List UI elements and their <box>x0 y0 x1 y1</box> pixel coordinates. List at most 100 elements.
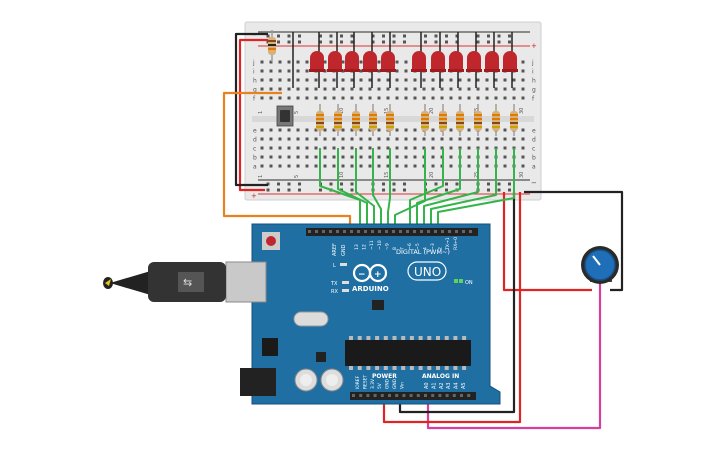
green-wire <box>387 148 391 232</box>
red-wire-5v <box>382 192 522 424</box>
black-wire-pot <box>524 190 624 292</box>
led <box>466 32 482 88</box>
green-wire <box>416 148 461 232</box>
svg-text:−: − <box>358 270 366 280</box>
arduino-logo: − + <box>352 263 388 283</box>
column-number: 1 <box>258 111 264 114</box>
pot-indicator <box>592 255 601 266</box>
usb-port <box>225 261 267 303</box>
power-jack <box>240 368 276 396</box>
pushbutton[interactable] <box>276 105 294 127</box>
resistor <box>352 104 360 136</box>
resistor <box>510 104 518 136</box>
green-wire <box>409 148 444 232</box>
resistor <box>492 104 500 136</box>
arduino-label: ARDUINO <box>352 285 389 293</box>
column-number: 15 <box>384 108 390 114</box>
green-wire <box>372 148 382 232</box>
row-letter: g <box>532 87 536 94</box>
smd-chip <box>372 300 384 310</box>
resistor <box>474 104 482 136</box>
digital-pin-label: 4 <box>422 247 428 250</box>
potentiometer[interactable] <box>581 246 619 284</box>
power-pin-label: 3.3V <box>370 379 376 389</box>
row-letter: j <box>252 60 255 67</box>
magenta-wire-a0 <box>426 282 602 430</box>
tx-label: TX <box>330 281 338 287</box>
black-wire-rail <box>234 32 268 187</box>
digital-pin-label: ~10 <box>377 240 383 250</box>
row-letter: d <box>532 137 536 144</box>
row-letter: b <box>532 155 536 162</box>
row-letter: h <box>253 78 257 85</box>
row-letter: g <box>253 87 257 94</box>
resistor <box>334 104 342 136</box>
red-wire-pot <box>502 192 592 292</box>
usb-cable <box>110 270 154 296</box>
green-wire <box>423 148 479 232</box>
row-letter: a <box>253 164 257 171</box>
analog-pin-label: A1 <box>431 382 437 389</box>
digital-pin-label: ~11 <box>369 240 375 250</box>
red-wire-rail <box>238 38 272 192</box>
digital-pin-label: 13 <box>354 244 360 250</box>
orange-wire-button <box>222 91 352 232</box>
rail-plus-label-bottom: + <box>251 192 257 200</box>
row-letter: c <box>532 146 535 153</box>
black-wire-gnd <box>398 192 516 414</box>
row-letter: j <box>531 60 534 67</box>
power-pin-label: 5V <box>377 383 383 389</box>
led <box>411 32 427 88</box>
l-led-label: L <box>333 263 336 269</box>
crystal <box>293 311 329 327</box>
analog-pin-label: A3 <box>446 382 452 389</box>
led <box>362 32 378 88</box>
resistor <box>439 104 447 136</box>
led <box>344 32 360 88</box>
column-number: 30 <box>519 108 525 114</box>
green-wires <box>319 148 515 232</box>
leds <box>309 32 518 88</box>
digital-pin-label: 7 <box>400 247 406 250</box>
resistor <box>421 104 429 136</box>
power-label: POWER <box>372 373 397 380</box>
led <box>448 32 464 88</box>
led <box>502 32 518 88</box>
resistor <box>369 104 377 136</box>
analog-pin-label: A0 <box>424 382 430 389</box>
green-wire <box>437 148 515 232</box>
row-letter: i <box>532 69 534 76</box>
on-label: ON <box>465 280 473 286</box>
atmega-chip <box>345 340 471 366</box>
power-pin-label: Vin <box>399 382 405 389</box>
green-wire <box>355 148 375 232</box>
uno-badge <box>407 261 447 281</box>
usb-icon: ⇆ <box>183 276 192 289</box>
column-number: 10 <box>339 108 345 114</box>
digital-pin-label: 2 <box>438 247 444 250</box>
column-number: 25 <box>474 108 480 114</box>
header-holes <box>308 230 472 397</box>
svg-text:+: + <box>374 270 382 280</box>
row-letter: i <box>253 69 255 76</box>
row-letter: d <box>253 137 257 144</box>
row-letter: f <box>532 96 535 103</box>
analog-label: ANALOG IN <box>422 373 459 380</box>
column-number: 15 <box>384 172 390 178</box>
power-analog-header <box>350 392 476 400</box>
led <box>380 32 396 88</box>
column-number: 10 <box>339 172 345 178</box>
regulator <box>262 338 278 356</box>
row-letter: c <box>253 146 256 153</box>
arduino-uno-board: ⇆ − + ARDUINO UNO DIGI <box>103 223 501 405</box>
power-pin-label: GND <box>392 378 398 389</box>
column-number: 5 <box>294 111 300 114</box>
digital-pin-label: 8 <box>392 247 398 250</box>
led <box>327 32 343 88</box>
digital-label: DIGITAL (PWM~) <box>396 248 450 256</box>
power-pin-label: IOREF <box>355 375 361 389</box>
